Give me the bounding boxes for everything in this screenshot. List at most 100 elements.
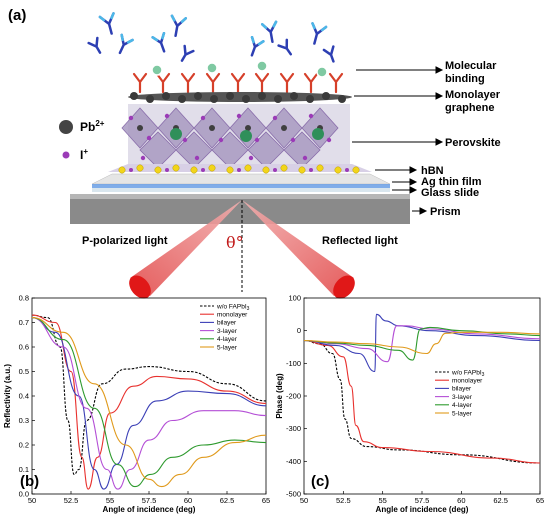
pb-ion-icon [59, 120, 73, 134]
antibody-icon [260, 20, 278, 44]
x-tick-label: 60 [457, 496, 465, 505]
y-axis-label: Reflectivity (a.u.) [3, 364, 12, 428]
legend-label: 5-layer [217, 344, 238, 351]
y-tick-label: -500 [286, 490, 301, 499]
label-molecular-binding-2: binding [445, 73, 485, 85]
legend-label: 4-layer [217, 336, 238, 343]
svg-text:I+: I+ [80, 147, 88, 162]
label-angle-theta: θ° [226, 233, 244, 252]
series-line-5-layer [303, 331, 541, 355]
x-tick-label: 62.5 [220, 496, 235, 505]
x-axis-label: Angle of incidence (deg) [376, 505, 469, 514]
y-tick-label: -100 [286, 359, 301, 368]
label-p-polarized-light: P-polarized light [82, 235, 168, 247]
antibody-icon [250, 35, 265, 57]
x-tick-label: 60 [184, 496, 192, 505]
label-hbn: hBN [421, 165, 444, 177]
label-ag-film: Ag thin film [421, 176, 482, 188]
legend-label: monolayer [217, 312, 248, 319]
light-beams [129, 200, 355, 299]
label-reflected-light: Reflected light [322, 235, 398, 247]
series-line-w-o-fapbi [303, 339, 541, 464]
y-tick-label: 100 [288, 294, 301, 303]
y-axis-label: Phase (deg) [275, 373, 284, 419]
pb-charge: 2+ [95, 119, 104, 128]
y-tick-label: 0.6 [19, 343, 29, 352]
ion-legend: Pb2+ I+ [59, 119, 105, 162]
plot-frame [303, 297, 541, 495]
legend-label: 3-layer [217, 328, 238, 335]
panel-label-a: (a) [8, 7, 26, 24]
label-glass-slide: Glass slide [421, 187, 479, 199]
layer-annotations [352, 66, 444, 215]
series-line-bilayer [303, 313, 541, 373]
i-charge: + [83, 147, 88, 156]
substrate-stack [70, 173, 410, 224]
label-monolayer-1: Monolayer [445, 89, 501, 101]
legend-label: bilayer [217, 320, 237, 327]
svg-text:Pb2+: Pb2+ [80, 119, 105, 134]
pb-label: Pb [80, 120, 95, 134]
y-tick-label: -200 [286, 392, 301, 401]
x-tick-label: 50 [28, 496, 36, 505]
i-ion-icon [62, 151, 70, 159]
series-line-5-layer [31, 317, 267, 488]
hbn-layer [108, 164, 372, 174]
incident-beam [130, 200, 242, 296]
panel-label-b: (b) [20, 473, 39, 490]
legend-subscript: 3 [247, 306, 250, 312]
legend-label: bilayer [452, 386, 472, 393]
graphene-layer [128, 92, 352, 103]
y-tick-label: 0.2 [19, 441, 29, 450]
legend-label: w/o FAPbI3 [216, 303, 250, 312]
x-tick-label: 62.5 [493, 496, 508, 505]
label-monolayer-2: graphene [445, 102, 495, 114]
reflected-beam-end [333, 275, 355, 299]
x-axis-label: Angle of incidence (deg) [103, 505, 196, 514]
label-perovskite: Perovskite [445, 137, 501, 149]
antibody-icon [98, 12, 115, 35]
y-tick-label: 0.3 [19, 416, 29, 425]
antibody-icon [322, 45, 335, 63]
antibody-icon [151, 31, 166, 53]
receptor-row [132, 72, 344, 94]
x-tick-label: 57.5 [142, 496, 157, 505]
antibody-icon [170, 14, 188, 38]
series-line-4-layer [31, 317, 267, 488]
legend-label: 5-layer [452, 410, 473, 417]
x-tick-label: 50 [300, 496, 308, 505]
panel-label-c: (c) [311, 473, 329, 490]
y-tick-label: 0.5 [19, 367, 29, 376]
chart-b-reflectivity: 50 52.5 55 57.5 60 62.5 65 0.0 0.1 0.2 0.3 0.4 0.5 0.… [3, 294, 270, 514]
y-tick-label: 0.0 [19, 490, 29, 499]
y-tick-label: 0.8 [19, 294, 29, 303]
legend-label: 3-layer [452, 394, 473, 401]
series-line-bilayer [31, 317, 267, 490]
reflected-beam [242, 200, 354, 296]
x-tick-label: 52.5 [336, 496, 351, 505]
antibody-icon [277, 38, 292, 56]
y-tick-label: 0.1 [19, 465, 29, 474]
antibody-icon [180, 44, 195, 62]
series-line-3-layer [31, 317, 267, 490]
series-line-monolayer [303, 339, 541, 464]
bound-analyte-spheres [151, 60, 328, 78]
x-tick-label: 55 [106, 496, 114, 505]
label-molecular-binding-1: Molecular [445, 60, 497, 72]
series-line-3-layer [303, 325, 541, 363]
x-tick-label: 52.5 [64, 496, 79, 505]
incident-beam-end [129, 275, 151, 299]
y-tick-label: -300 [286, 424, 301, 433]
y-tick-label: -400 [286, 457, 301, 466]
antibody-icon [87, 36, 102, 54]
x-tick-label: 57.5 [415, 496, 430, 505]
x-tick-label: 65 [262, 496, 270, 505]
i-label: I [80, 148, 83, 162]
antibody-icon [311, 22, 328, 45]
y-tick-label: 0.4 [19, 392, 29, 401]
legend-label: 4-layer [452, 402, 473, 409]
legend-label: w/o FAPbI3 [451, 369, 485, 378]
x-tick-label: 65 [536, 496, 544, 505]
